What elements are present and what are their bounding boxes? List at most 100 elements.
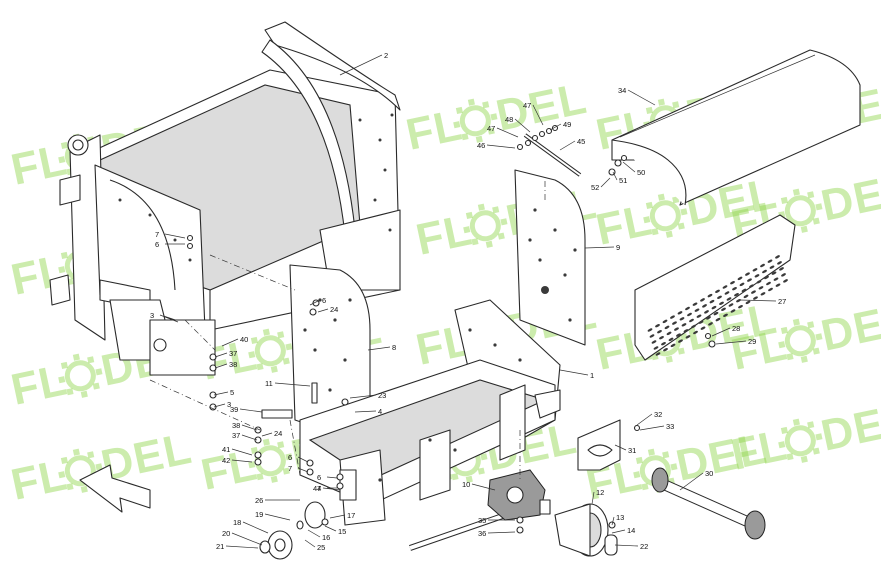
callout-number: 15	[338, 527, 346, 536]
callout-28: 28	[711, 324, 740, 337]
callout-number: 33	[666, 422, 674, 431]
gear-icon	[64, 455, 96, 487]
leader-line	[241, 434, 258, 441]
callout-7: 7	[288, 464, 309, 473]
callout-number: 12	[596, 488, 604, 497]
callout-number: 40	[240, 335, 248, 344]
leader-line	[600, 177, 611, 188]
callout-39: 39	[230, 405, 263, 414]
callout-number: 45	[577, 137, 585, 146]
callout-14: 14	[611, 526, 635, 535]
callout-number: 14	[627, 526, 635, 535]
pulley-assembly	[259, 469, 357, 560]
gear-icon	[254, 335, 286, 367]
callout-number: 32	[654, 410, 662, 419]
leader-line	[559, 369, 589, 376]
gear-icon	[64, 360, 96, 392]
callout-7: 7	[155, 230, 186, 239]
watermark-text-right: DEL	[492, 74, 591, 141]
leader-line	[214, 352, 228, 358]
leader-line	[487, 531, 516, 534]
callout-number: 9	[616, 243, 620, 252]
callout-number: 29	[748, 337, 756, 346]
leader-line	[239, 408, 263, 413]
callout-number: 6	[322, 296, 326, 305]
leader-line	[367, 346, 391, 351]
watermark-text-left: FL	[727, 320, 792, 380]
plate-31	[577, 419, 621, 471]
callout-6: 6	[288, 453, 309, 463]
watermark-text-left: FL	[7, 355, 72, 415]
callout-50: 50	[622, 161, 645, 177]
watermark-text-left: FL	[7, 450, 72, 510]
leader-line	[496, 127, 519, 138]
callout-number: 24	[274, 429, 282, 438]
callout-number: 34	[618, 86, 626, 95]
callout-40: 40	[221, 335, 248, 347]
leader-line	[739, 299, 777, 302]
leader-line	[614, 444, 627, 451]
leader-line	[559, 140, 576, 151]
watermark-text-left: FL	[727, 420, 792, 480]
callout-number: 5	[230, 388, 234, 397]
leader-line	[213, 403, 226, 408]
callout-51: 51	[612, 171, 627, 185]
gear-icon	[784, 195, 816, 227]
leader-line	[584, 246, 615, 249]
callout-5: 5	[213, 388, 234, 397]
callout-29: 29	[715, 337, 756, 346]
callout-number: 39	[230, 405, 238, 414]
leader-line	[231, 532, 263, 546]
watermark-text-left: FL	[402, 100, 467, 160]
leader-line	[324, 525, 337, 532]
direction-arrow	[79, 464, 151, 513]
leader-line	[326, 476, 338, 479]
watermark-logo: FL DEL	[402, 74, 591, 160]
main-housing	[49, 21, 401, 376]
leader-line	[622, 161, 636, 173]
callout-number: 7	[155, 230, 159, 239]
callout-number: 52	[591, 183, 599, 192]
watermark-text-right: DEL	[817, 394, 881, 461]
callout-number: 37	[229, 349, 237, 358]
callout-number: 36	[478, 529, 486, 538]
callout-number: 1	[590, 371, 594, 380]
gear-icon	[459, 105, 491, 137]
leader-line	[627, 89, 656, 106]
callout-45: 45	[559, 137, 585, 151]
callout-33: 33	[639, 422, 674, 431]
callout-number: 17	[347, 511, 355, 520]
callout-number: 4	[378, 407, 382, 416]
callout-1: 1	[559, 369, 594, 380]
callout-number: 49	[563, 120, 571, 129]
callout-number: 26	[255, 496, 263, 505]
callout-10: 10	[462, 480, 496, 491]
leader-line	[329, 514, 346, 519]
callout-36: 36	[478, 529, 516, 538]
watermark-logo: FL DEL	[727, 394, 881, 480]
callout-26: 26	[255, 496, 300, 505]
leader-line	[514, 118, 531, 133]
callout-38: 38	[232, 421, 258, 431]
callout-27: 27	[739, 297, 786, 306]
callout-number: 16	[322, 533, 330, 542]
callout-41: 41	[222, 445, 253, 456]
shaft-45-assembly	[516, 124, 582, 177]
callout-18: 18	[233, 518, 269, 534]
callout-number: 6	[288, 453, 292, 462]
callout-3: 3	[213, 400, 231, 409]
side-panel-9	[514, 169, 586, 346]
leader-line	[471, 483, 496, 491]
callout-number: 31	[628, 446, 636, 455]
leader-line	[611, 529, 626, 534]
callout-37: 37	[214, 349, 237, 358]
callout-number: 19	[255, 510, 263, 519]
watermark-text-right: DEL	[817, 294, 881, 361]
leader-line	[214, 363, 228, 369]
callout-number: 7	[288, 464, 292, 473]
callout-number: 22	[640, 542, 648, 551]
callout-7: 7	[317, 484, 337, 493]
leader-line	[639, 425, 665, 431]
leader-line	[231, 448, 253, 456]
leader-line	[317, 308, 329, 313]
